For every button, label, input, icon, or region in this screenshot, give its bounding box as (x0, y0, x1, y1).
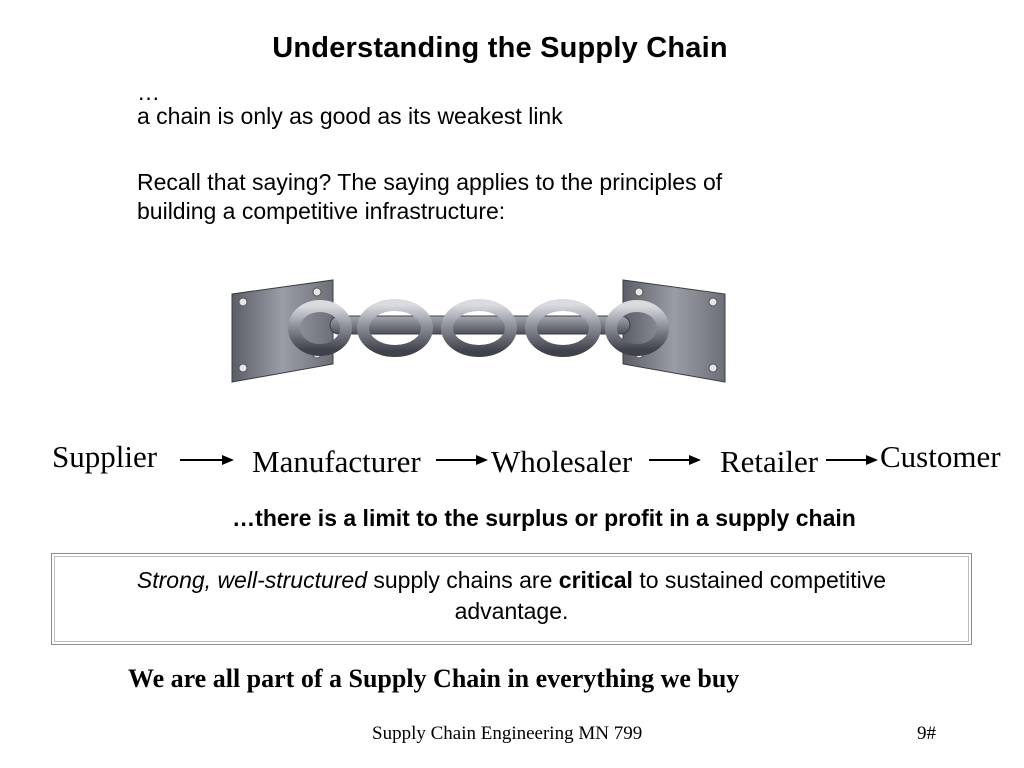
node-manufacturer: Manufacturer (252, 446, 421, 477)
footer-page-number: 9# (917, 723, 936, 745)
flow-arrow-icon (826, 451, 878, 469)
node-customer: Customer (880, 441, 1001, 472)
callout-bold: critical (559, 567, 633, 593)
flow-arrow-icon (180, 451, 234, 469)
callout-box: Strong, well-structured supply chains ar… (51, 553, 972, 645)
intro-weakest-link: a chain is only as good as its weakest l… (137, 102, 563, 131)
slide-title: Understanding the Supply Chain (0, 32, 1000, 65)
profit-limit-statement: …there is a limit to the surplus or prof… (0, 505, 1024, 532)
chain-illustration (225, 272, 735, 388)
callout-text: Strong, well-structured supply chains ar… (52, 565, 971, 627)
intro-recall-line: Recall that saying? The saying applies t… (137, 168, 722, 197)
node-supplier: Supplier (52, 441, 157, 472)
intro-infrastructure-line: building a competitive infrastructure: (137, 197, 505, 226)
callout-mid: supply chains are (367, 567, 559, 593)
footer-course: Supply Chain Engineering MN 799 (372, 723, 642, 745)
callout-italic: Strong, well-structured (137, 567, 367, 593)
node-wholesaler: Wholesaler (491, 446, 632, 477)
node-retailer: Retailer (720, 446, 818, 477)
flow-arrow-icon (649, 451, 701, 469)
takeaway-statement: We are all part of a Supply Chain in eve… (128, 664, 739, 694)
flow-arrow-icon (436, 451, 488, 469)
